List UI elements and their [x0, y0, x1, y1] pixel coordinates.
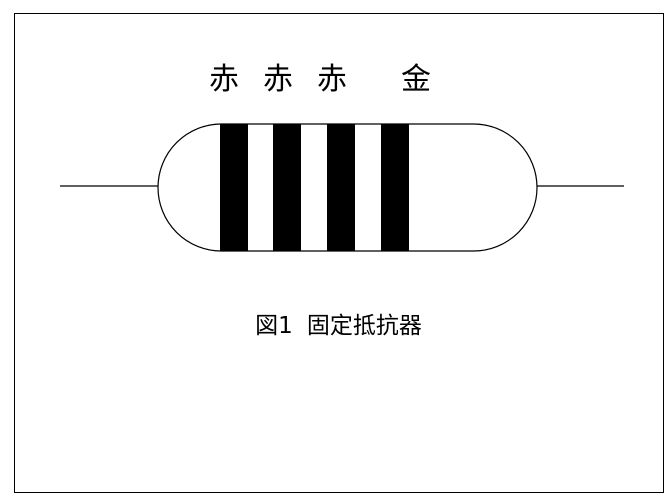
color-band-4 — [381, 124, 409, 251]
color-band-3 — [327, 124, 355, 251]
color-band-2 — [273, 124, 301, 251]
caption-number: 図1 — [255, 313, 293, 339]
band-label-4: 金 — [401, 62, 431, 97]
color-band-1 — [220, 124, 248, 251]
band-label-1: 赤 — [209, 62, 239, 97]
figure-caption: 図1 固定抵抗器 — [0, 311, 667, 341]
band-label-2: 赤 — [263, 62, 293, 97]
band-label-3: 赤 — [317, 62, 347, 97]
caption-text: 固定抵抗器 — [306, 313, 422, 339]
figure-frame — [14, 13, 664, 493]
